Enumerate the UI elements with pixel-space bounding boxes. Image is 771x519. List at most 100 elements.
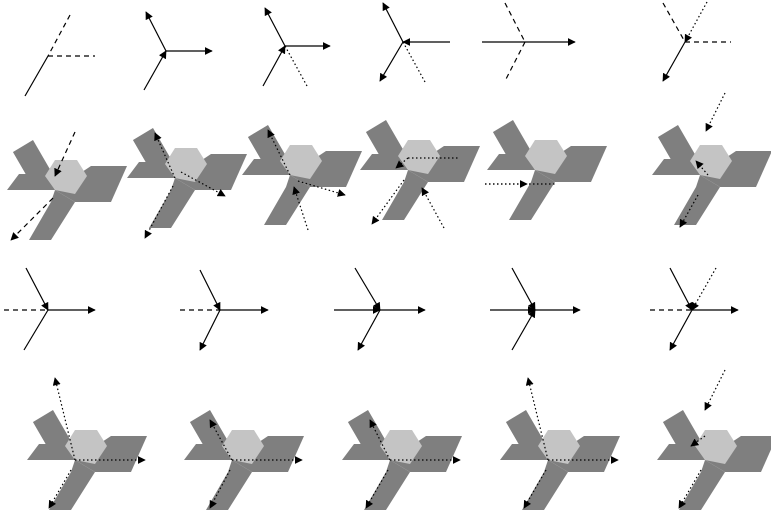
vertex-diagram-row-1 (24, 1, 731, 97)
tile-edge-3 (365, 469, 389, 509)
vertex-diagram-r1-2 (143, 11, 213, 91)
edge-1 (47, 14, 71, 57)
tile-edge-3 (48, 469, 72, 509)
tile-upper-2 (506, 410, 548, 460)
edge-4 (357, 309, 381, 351)
tile-lower (364, 460, 410, 510)
tile-upper-2 (493, 120, 535, 170)
tile-upper-2 (133, 128, 175, 178)
edge-1 (504, 2, 526, 43)
vertex-diagram-r2-2 (180, 269, 269, 351)
tile-config-r1-5 (485, 120, 607, 220)
tile-lower (679, 460, 725, 510)
tile-upper-2 (248, 125, 290, 175)
tile-edge-1 (267, 129, 291, 176)
tile-lower (206, 460, 252, 510)
tile-config-r2-1 (27, 377, 147, 510)
tile-config-row-1 (7, 92, 771, 241)
edge-1 (662, 2, 686, 43)
tile-center (380, 430, 422, 464)
tile-left (342, 444, 390, 460)
tile-edge-1 (54, 131, 76, 177)
tile-lower (674, 175, 720, 225)
edge-4 (402, 41, 426, 83)
tile-edge-1 (705, 92, 726, 132)
vertex-diagram-r2-1 (4, 267, 96, 351)
edge-3 (25, 267, 49, 311)
edge-4 (23, 309, 49, 351)
vertex-diagram-r1-3 (262, 7, 331, 87)
edge-3 (24, 55, 49, 97)
edge-3 (262, 45, 286, 87)
tile-config-r2-3 (342, 410, 462, 510)
vertex-diagram-r1-5 (482, 2, 576, 82)
tile-upper-2 (13, 140, 55, 190)
tile-center (222, 430, 264, 464)
tile-lower (29, 190, 75, 240)
tile-center (165, 148, 207, 182)
tile-upper-2 (190, 410, 232, 460)
tile-config-r1-4 (360, 120, 480, 229)
tile-edge-2 (695, 160, 709, 176)
tile-edge-2 (395, 157, 409, 169)
tile-config-r1-3 (242, 125, 362, 231)
edge-3 (199, 269, 221, 311)
tile-config-r1-1 (7, 131, 127, 241)
tile-left (652, 159, 700, 175)
vertex-diagram-r1-1 (24, 14, 95, 97)
edge-4 (284, 45, 308, 87)
tile-center (690, 145, 732, 179)
tile-edge-3 (678, 469, 702, 509)
edge-3 (669, 267, 693, 311)
tile-config-r1-2 (127, 128, 247, 239)
edge-4 (691, 267, 717, 311)
edge-3 (354, 267, 381, 311)
tile-edge-4 (421, 187, 445, 229)
tile-left (242, 159, 290, 175)
edge-3 (379, 41, 404, 82)
tile-config-r2-5 (657, 369, 771, 510)
tile-lower (382, 170, 428, 220)
tile-edge-2 (297, 180, 346, 197)
tile-edge-3 (371, 179, 405, 225)
edge-4 (662, 41, 686, 82)
tile-edge-3 (209, 469, 231, 509)
vertex-diagram-r1-6 (662, 1, 731, 82)
tile-left (657, 444, 705, 460)
tile-upper-2 (33, 410, 75, 460)
tile-lower (522, 460, 568, 510)
tile-center (65, 430, 107, 464)
edge-2 (684, 1, 708, 43)
vertex-diagram-r1-4 (379, 2, 450, 83)
tile-left (487, 154, 535, 170)
tile-edge-2 (690, 435, 706, 447)
vertex-diagram-r2-3 (334, 267, 426, 351)
tile-center (398, 140, 440, 174)
vertex-diagram-row-2 (4, 267, 739, 351)
tile-edge-3 (523, 469, 547, 509)
edge-4 (511, 309, 536, 351)
edge-4 (199, 309, 221, 351)
tile-edge-1 (154, 132, 176, 179)
edge-3 (143, 50, 167, 91)
tile-left (127, 162, 175, 178)
edge-5 (669, 309, 693, 351)
tile-center (538, 430, 580, 464)
tile-config-r2-2 (184, 410, 304, 510)
edge-3 (511, 267, 536, 311)
tile-edge-1 (704, 369, 726, 411)
tile-config-r2-4 (500, 377, 620, 510)
tile-edge-3 (180, 171, 226, 197)
tile-upper-2 (663, 410, 705, 460)
vertex-diagram-r2-4 (490, 267, 581, 351)
edge-1 (264, 7, 286, 47)
edge-1 (145, 11, 167, 52)
tile-left (7, 174, 55, 190)
tile-center (695, 430, 737, 464)
tile-left (184, 444, 232, 460)
tile-lower (509, 170, 555, 220)
tile-center (525, 140, 567, 174)
tile-upper-2 (658, 125, 700, 175)
tile-left (500, 444, 548, 460)
